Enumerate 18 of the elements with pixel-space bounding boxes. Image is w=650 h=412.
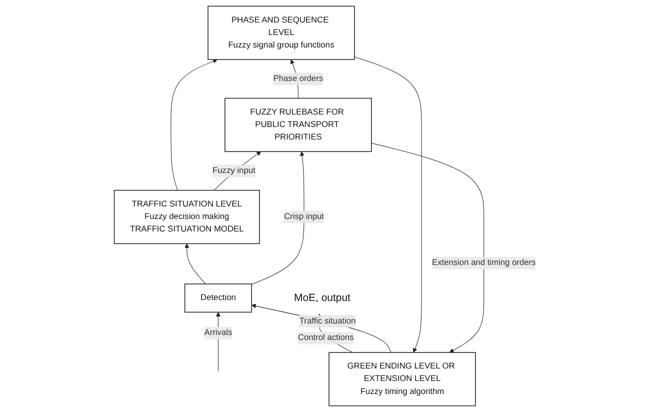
edge-label: Phase orders (273, 74, 324, 84)
edge-label: Crisp input (284, 212, 324, 222)
node-box: GREEN ENDING LEVEL OR EXTENSION LEVEL Fuzzy timing algorithm (328, 352, 476, 406)
edge-label: Arrivals (204, 328, 232, 338)
arrow (184, 243, 206, 284)
arrow (251, 151, 304, 285)
node-text: MoE, output (294, 292, 350, 304)
node-box: TRAFFIC SITUATION LEVEL Fuzzy decision making TRAFFIC SITUATION MODEL (114, 190, 260, 244)
node-box: PHASE AND SEQUENCE LEVEL Fuzzy signal group functions (208, 6, 355, 60)
edge-label: Fuzzy input (212, 166, 256, 176)
edge-label: Extension and timing orders (432, 258, 536, 268)
edge-label: Traffic situation (299, 316, 356, 326)
arrow (170, 59, 218, 191)
arrow (371, 142, 484, 353)
node-box: FUZZY RULEBASE FOR PUBLIC TRANSPORT PRIORITIES (224, 98, 372, 152)
edge-label: Control actions (298, 333, 354, 342)
arrow (354, 56, 422, 353)
node-box: Detection (184, 284, 252, 313)
